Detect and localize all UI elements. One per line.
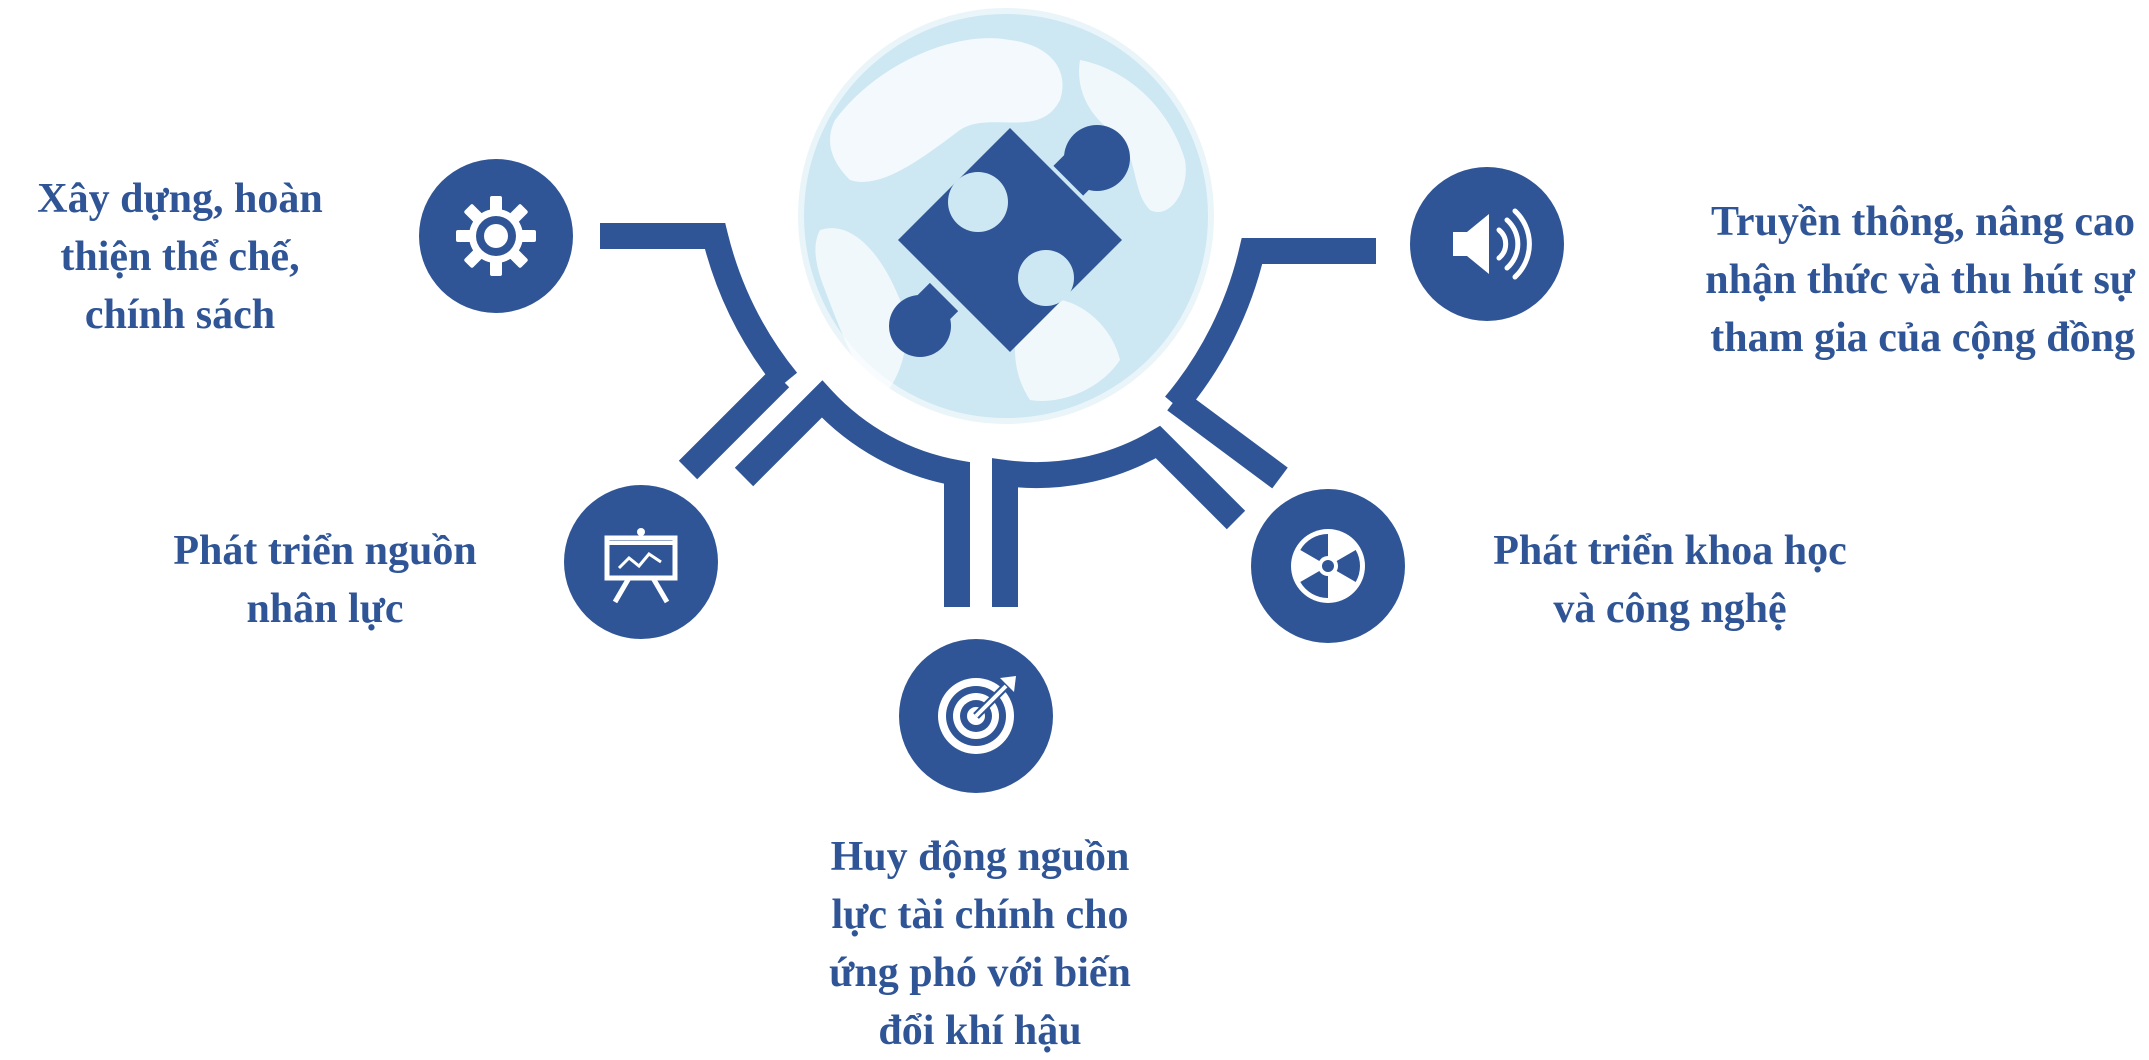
target-icon [938,676,1016,754]
label-line: Huy động nguồn [830,834,1130,880]
label-line: đổi khí hậu [878,1008,1082,1054]
label-line: Phát triển nguồn [173,528,477,574]
radiation-icon [1291,529,1365,603]
gear-icon [456,196,536,276]
label-science-tech: Phát triển khoa học và công nghệ [1450,522,1890,638]
label-line: thiện thể chế, [60,234,300,280]
label-line: lực tài chính cho [831,892,1129,938]
label-line: Xây dựng, hoàn [37,176,323,222]
label-finance: Huy động nguồn lực tài chính cho ứng phó… [770,828,1190,1060]
speaker-icon [1453,208,1532,280]
label-line: nhận thức và thu hút sự [1705,257,2135,303]
connector-paths [600,223,1376,607]
presentation-board-icon [604,528,678,604]
label-line: nhân lực [246,586,404,632]
label-line: Phát triển khoa học [1493,528,1847,574]
label-line: chính sách [84,292,276,338]
label-human-resources: Phát triển nguồn nhân lực [145,522,505,638]
label-communication: Truyền thông, nâng cao nhận thức và thu … [1580,193,2135,367]
label-line: Truyền thông, nâng cao [1711,199,2135,245]
label-line: tham gia của cộng đồng [1710,315,2135,361]
puzzle-piece-icon [889,125,1130,357]
label-policy: Xây dựng, hoàn thiện thể chế, chính sách [0,170,360,344]
label-line: ứng phó với biến [829,950,1131,996]
label-line: và công nghệ [1553,586,1787,632]
